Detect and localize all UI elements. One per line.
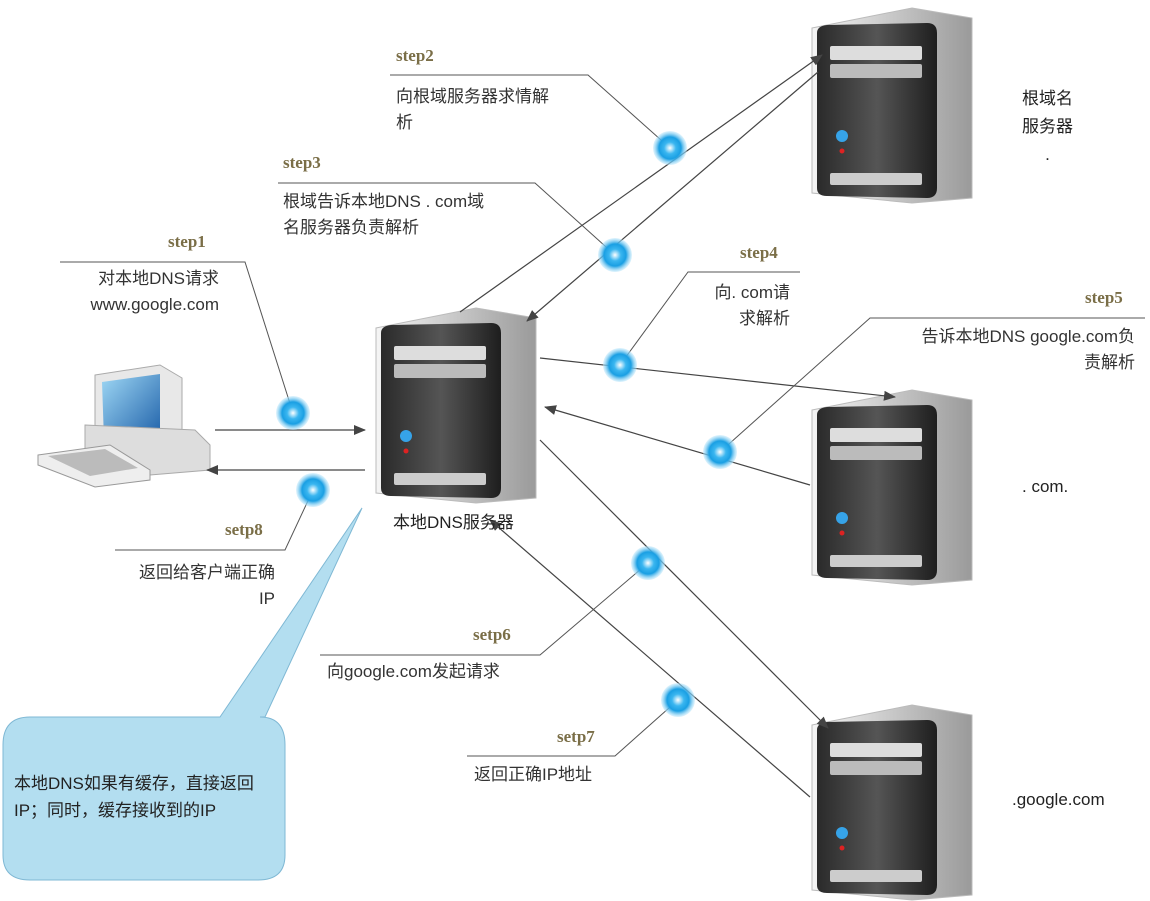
step-markers	[276, 131, 737, 717]
arrow-setp7	[489, 519, 811, 798]
marker-step2	[653, 131, 687, 165]
step5-label: step5	[1085, 288, 1123, 307]
step4-text: 向. com请求解析	[714, 283, 790, 328]
root-server-label: 根域名服务器.	[1022, 89, 1073, 164]
com-server-label: . com.	[1022, 477, 1069, 496]
com-server-icon	[811, 389, 973, 586]
cache-callout-text: 本地DNS如果有缓存，直接返回IP；同时，缓存接收到的IP	[14, 774, 254, 820]
setp8-label: setp8	[225, 520, 263, 539]
marker-step3	[598, 238, 632, 272]
arrow-setp6	[539, 439, 829, 729]
step3-label: step3	[283, 153, 321, 172]
local-dns-label: 本地DNS服务器	[393, 513, 514, 532]
setp6-label: setp6	[473, 625, 511, 644]
root-server-icon	[811, 7, 973, 204]
marker-setp6	[631, 546, 665, 580]
google-server-icon	[811, 704, 973, 901]
leader-lines	[60, 74, 1145, 757]
step3-text: 根域告诉本地DNS . com域名服务器负责解析	[283, 192, 485, 237]
marker-setp8	[296, 473, 330, 507]
arrow-step3	[526, 71, 819, 322]
step2-label: step2	[396, 46, 434, 65]
arrow-step2	[459, 54, 823, 313]
client-computer-icon	[37, 364, 211, 488]
step5-text: 告诉本地DNS google.com负责解析	[921, 327, 1135, 372]
step2-text: 向根域服务器求情解析	[396, 87, 549, 132]
flow-arrows	[206, 54, 896, 798]
google-server-label: .google.com	[1012, 790, 1105, 809]
step4-label: step4	[740, 243, 778, 262]
cache-callout-bubble	[2, 507, 363, 881]
marker-setp7	[661, 683, 695, 717]
arrow-step4	[539, 357, 896, 401]
marker-step4	[603, 348, 637, 382]
step1-label: step1	[168, 232, 206, 251]
marker-step1	[276, 396, 310, 430]
marker-step5	[703, 435, 737, 469]
setp7-label: setp7	[557, 727, 595, 746]
setp7-text: 返回正确IP地址	[474, 765, 593, 784]
local-dns-server-icon	[375, 307, 537, 504]
arrow-step5	[544, 405, 811, 486]
setp6-text: 向google.com发起请求	[327, 662, 500, 681]
